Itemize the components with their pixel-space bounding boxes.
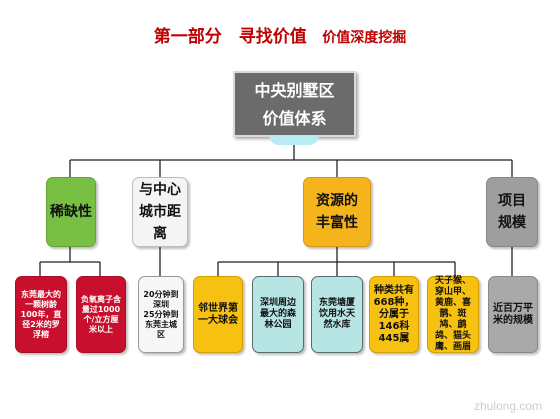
category-resources: 资源的 丰富性	[303, 177, 371, 247]
leaf-banyan-tree: 东莞最大的一颗树龄100年，直径2米的罗浮榕	[15, 276, 67, 353]
leaf-travel-time: 20分钟到深圳 25分钟到东莞主城区	[138, 276, 184, 353]
leaf-forest-park: 深圳周边最大的森林公园	[252, 276, 304, 353]
leaf-project-scale-text: 近百万平米的规模	[493, 302, 533, 326]
leaf-travel-time-text: 20分钟到深圳 25分钟到东莞主城区	[143, 289, 179, 339]
leaf-negative-ions-text: 负氧离子含量过1000个/立方厘米以上	[81, 294, 121, 334]
leaf-species-count-text: 种类共有668种，分属于146科445属	[373, 284, 415, 344]
category-scarcity-label: 稀缺性	[50, 204, 92, 220]
page-title: 第一部分 寻找价值 价值深度挖掘	[0, 22, 560, 47]
leaf-golf-club: 邻世界第一大球会	[193, 276, 243, 353]
category-scale-line2: 规模	[498, 215, 526, 231]
category-scarcity: 稀缺性	[46, 177, 96, 247]
leaf-species-count: 种类共有668种，分属于146科445属	[369, 276, 419, 353]
category-distance-line2: 城市距离	[139, 204, 181, 242]
root-line1: 中央别墅区	[254, 81, 335, 100]
category-scale: 项目 规模	[486, 177, 538, 247]
root-tab-decoration	[269, 135, 319, 145]
leaf-wildlife-text: 天子猴、穿山甲、黄鹿、喜鹊、斑鸠、鹧鸪、猫头鹰、画眉	[434, 276, 471, 352]
leaf-wildlife: 天子猴、穿山甲、黄鹿、喜鹊、斑鸠、鹧鸪、猫头鹰、画眉	[427, 276, 479, 353]
category-resources-line2: 丰富性	[316, 215, 358, 231]
leaf-golf-club-text: 邻世界第一大球会	[198, 302, 238, 326]
title-main: 第一部分 寻找价值	[153, 27, 307, 47]
category-scale-line1: 项目	[498, 193, 526, 209]
leaf-project-scale: 近百万平米的规模	[488, 276, 538, 353]
root-node: 中央别墅区 价值体系	[233, 71, 356, 137]
category-distance: 与中心 城市距离	[132, 177, 188, 247]
leaf-negative-ions: 负氧离子含量过1000个/立方厘米以上	[76, 276, 126, 353]
leaf-forest-park-text: 深圳周边最大的森林公园	[259, 298, 296, 330]
watermark: zhulong.com	[473, 399, 542, 413]
title-sub: 价值深度挖掘	[322, 30, 407, 46]
category-resources-line1: 资源的	[316, 193, 358, 209]
leaf-banyan-tree-text: 东莞最大的一颗树龄100年，直径2米的罗浮榕	[20, 289, 62, 339]
leaf-reservoir: 东莞塘厦饮用水天然水库	[311, 276, 363, 353]
leaf-reservoir-text: 东莞塘厦饮用水天然水库	[318, 298, 355, 330]
category-distance-line1: 与中心	[139, 182, 181, 198]
root-line2: 价值体系	[262, 109, 327, 128]
